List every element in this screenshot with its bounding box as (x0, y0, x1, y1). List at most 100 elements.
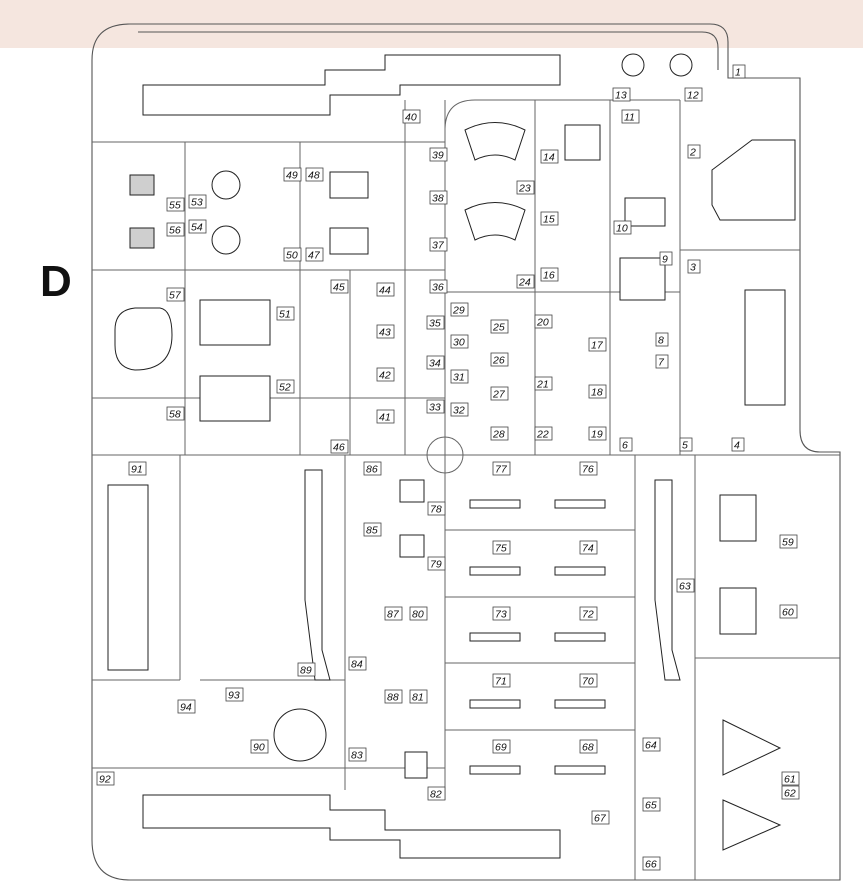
part-label-34: 34 (426, 355, 445, 370)
part-label-59: 59 (779, 534, 798, 549)
part-label-29: 29 (450, 302, 469, 317)
svg-text:60: 60 (782, 607, 794, 619)
part-label-92: 92 (96, 771, 115, 786)
part-24-shape (464, 202, 526, 241)
part-label-5: 5 (679, 437, 693, 452)
svg-text:10: 10 (616, 223, 628, 235)
hull-plate-bottom (142, 794, 561, 859)
part-label-53: 53 (188, 194, 207, 209)
link-part-bar (469, 765, 521, 775)
part-label-35: 35 (426, 315, 445, 330)
part-label-18: 18 (588, 384, 607, 399)
svg-text:30: 30 (453, 337, 465, 349)
svg-text:8: 8 (658, 335, 664, 347)
sprue-letter: D (40, 257, 72, 306)
part-label-64: 64 (642, 737, 661, 752)
svg-text:90: 90 (253, 742, 265, 754)
svg-text:50: 50 (286, 250, 298, 262)
part-label-33: 33 (426, 399, 445, 414)
part-label-51: 51 (276, 306, 295, 321)
part-label-7: 7 (655, 354, 669, 369)
svg-text:55: 55 (169, 200, 181, 212)
svg-text:69: 69 (495, 742, 507, 754)
svg-text:27: 27 (492, 389, 506, 401)
svg-text:24: 24 (518, 277, 531, 289)
part-label-45: 45 (330, 279, 349, 294)
part-label-71: 71 (492, 673, 511, 688)
svg-text:37: 37 (432, 240, 445, 252)
svg-text:79: 79 (430, 559, 442, 571)
svg-text:45: 45 (333, 282, 345, 294)
part-label-47: 47 (305, 247, 324, 262)
part-54-shape (211, 225, 241, 255)
part-60-shape (719, 587, 757, 635)
part-label-26: 26 (490, 352, 509, 367)
svg-text:21: 21 (536, 379, 549, 391)
part-47-shape (329, 227, 369, 255)
svg-text:86: 86 (366, 464, 378, 476)
svg-text:11: 11 (624, 112, 635, 124)
svg-text:89: 89 (300, 665, 312, 677)
svg-text:85: 85 (366, 525, 378, 537)
svg-text:34: 34 (429, 358, 441, 370)
part-label-32: 32 (450, 402, 469, 417)
part-59-shape (719, 494, 757, 542)
svg-text:5: 5 (682, 440, 688, 452)
part-label-38: 38 (429, 190, 448, 205)
part-label-70: 70 (579, 673, 598, 688)
part-label-44: 44 (376, 282, 395, 297)
svg-text:67: 67 (594, 813, 607, 825)
part-label-11: 11 (621, 109, 640, 124)
svg-text:56: 56 (169, 225, 181, 237)
hull-plate-top (142, 54, 561, 116)
part-label-79: 79 (427, 556, 446, 571)
part-13-shape (621, 53, 645, 77)
part-labels: 1234567891011121314151617181920212223242… (96, 64, 800, 871)
link-part-bar (469, 566, 521, 576)
part-label-43: 43 (376, 324, 395, 339)
part-label-76: 76 (579, 461, 598, 476)
part-label-41: 41 (376, 409, 395, 424)
part-label-87: 87 (384, 606, 403, 621)
svg-text:57: 57 (169, 290, 182, 302)
svg-text:25: 25 (492, 322, 505, 334)
svg-text:49: 49 (286, 170, 298, 182)
part-label-15: 15 (540, 211, 559, 226)
svg-text:74: 74 (582, 543, 594, 555)
svg-text:32: 32 (453, 405, 465, 417)
link-part-bar (554, 499, 606, 509)
part-label-12: 12 (684, 87, 703, 102)
link-part-bar (469, 699, 521, 709)
part-label-16: 16 (540, 267, 559, 282)
part-label-74: 74 (579, 540, 598, 555)
svg-text:16: 16 (543, 270, 555, 282)
svg-text:7: 7 (658, 357, 665, 369)
part-label-8: 8 (655, 332, 669, 347)
part-57-shape (114, 307, 173, 371)
part-label-37: 37 (429, 237, 448, 252)
link-part-bar (554, 765, 606, 775)
svg-text:31: 31 (453, 372, 465, 384)
part-label-30: 30 (450, 334, 469, 349)
part-label-90: 90 (250, 739, 269, 754)
svg-text:51: 51 (279, 309, 291, 321)
svg-text:92: 92 (99, 774, 111, 786)
part-label-40: 40 (402, 109, 421, 124)
svg-text:62: 62 (784, 788, 796, 800)
part-label-50: 50 (283, 247, 302, 262)
svg-text:93: 93 (228, 690, 240, 702)
part-label-78: 78 (427, 501, 446, 516)
svg-text:9: 9 (662, 254, 668, 266)
part-61-shape (722, 719, 782, 776)
part-label-84: 84 (348, 656, 367, 671)
svg-text:52: 52 (279, 382, 291, 394)
svg-text:48: 48 (308, 170, 320, 182)
part-label-82: 82 (427, 786, 446, 801)
part-label-27: 27 (490, 386, 509, 401)
part-label-56: 56 (166, 222, 185, 237)
part-label-62: 62 (781, 785, 800, 800)
svg-text:41: 41 (379, 412, 391, 424)
svg-text:71: 71 (495, 676, 507, 688)
part-label-65: 65 (642, 797, 661, 812)
runner-grid (92, 99, 840, 880)
